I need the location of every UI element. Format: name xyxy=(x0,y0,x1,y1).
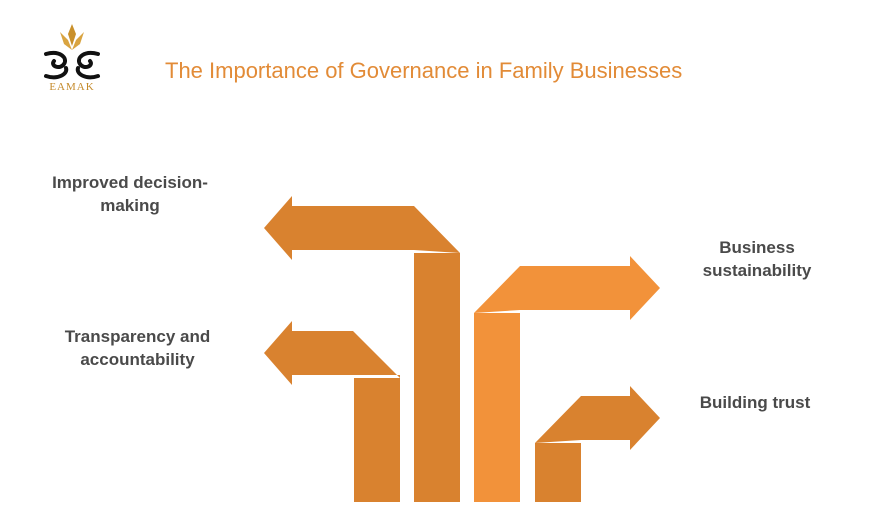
label-improved-decision-making: Improved decision-making xyxy=(52,173,208,215)
arrow-building-trust xyxy=(535,386,660,502)
eamak-logo xyxy=(44,24,100,80)
label-business-sustainability: Business sustainability xyxy=(702,238,812,280)
label-building-trust: Building trust xyxy=(699,393,811,412)
arrow-improved-decision-making xyxy=(264,196,460,502)
label-transparency-accountability: Transparency and accountability xyxy=(64,327,211,369)
logo-swirl-icon xyxy=(44,51,69,80)
page-title: The Importance of Governance in Family B… xyxy=(165,58,683,83)
arrow-business-sustainability xyxy=(474,256,660,502)
logo-crest-icon xyxy=(68,24,76,46)
logo-text: EAMAK xyxy=(49,81,95,93)
arrow-transparency-accountability xyxy=(264,321,400,502)
